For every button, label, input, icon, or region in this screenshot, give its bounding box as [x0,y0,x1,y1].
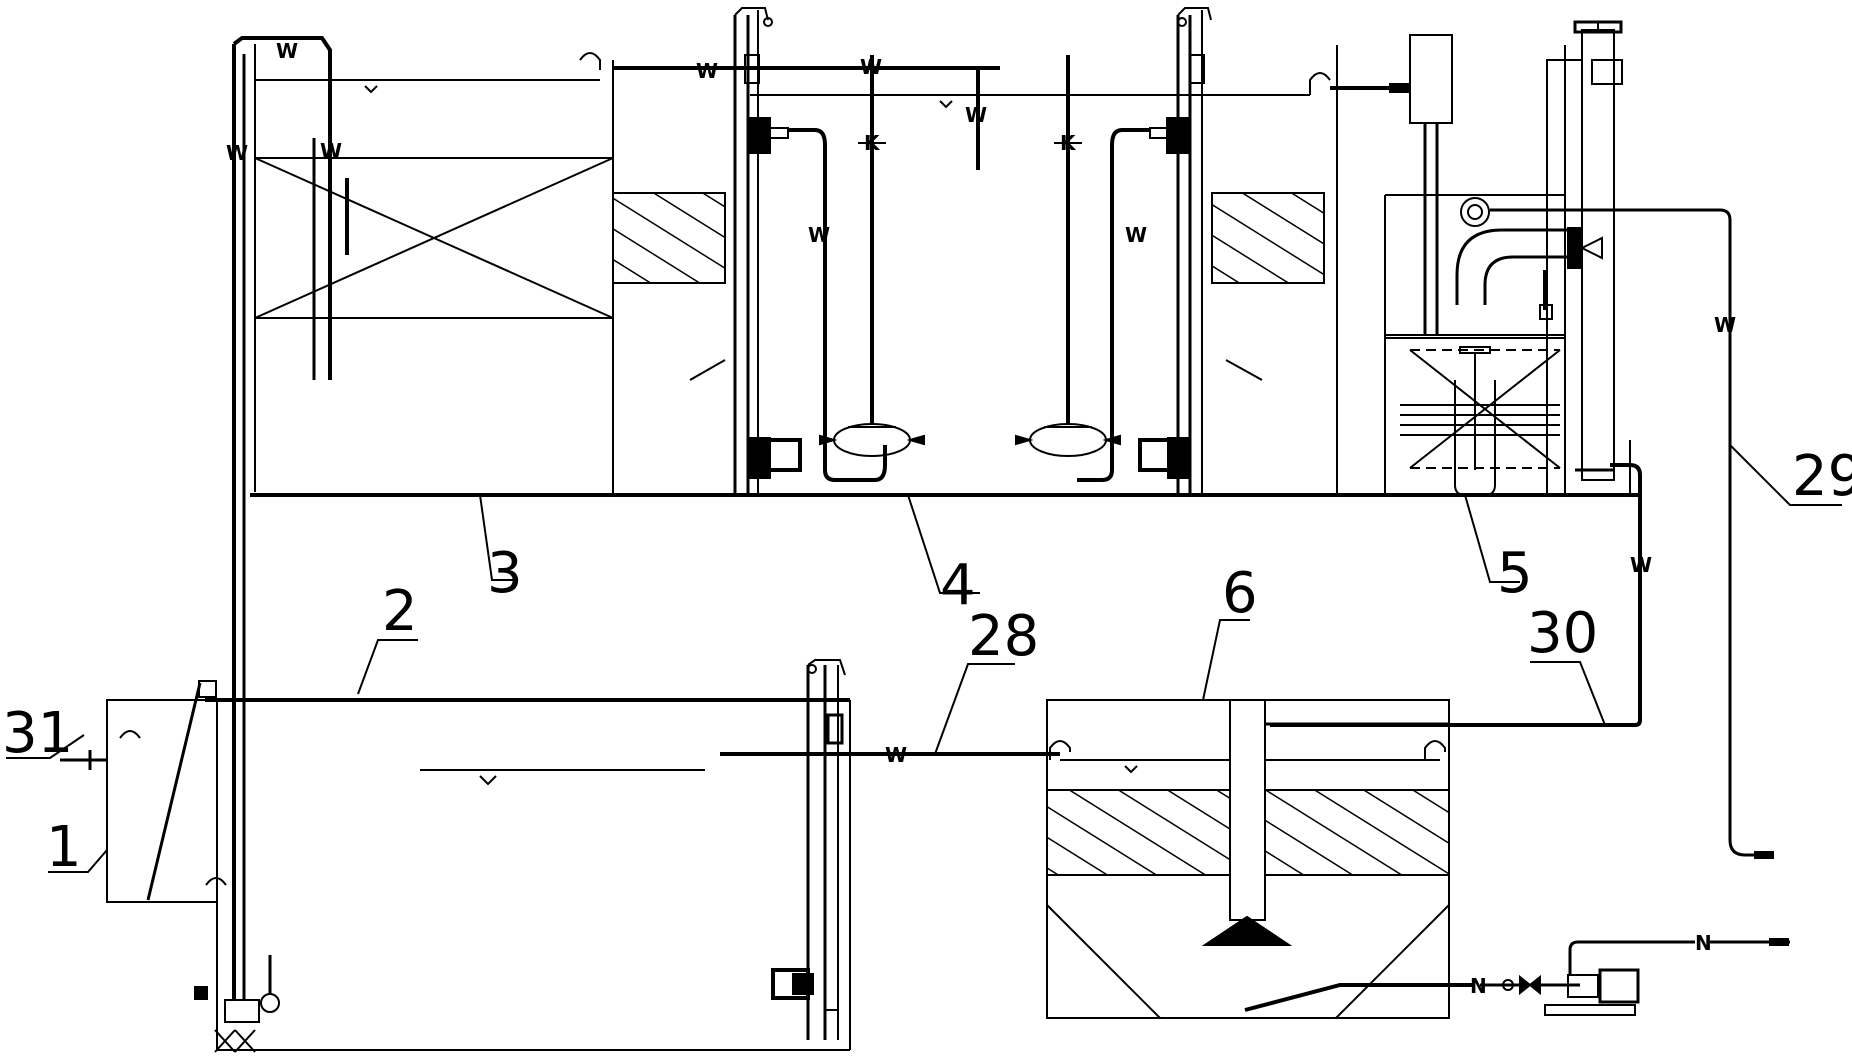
pipe-code-w: W [1630,553,1652,577]
pipe-code-n: N [1470,974,1487,998]
inlet-pipe-31 [60,750,107,770]
aerator-right [1015,55,1121,457]
callout-6: 6 [1222,561,1258,626]
callout-4: 4 [940,553,976,618]
pipe-code-w: W [696,59,718,83]
callout-1: 1 [46,815,82,880]
callout-5: 5 [1497,541,1533,606]
submersible-pump-tank-2 [194,955,280,1053]
callout-leaders [6,444,1842,873]
tank-6 [1046,699,1475,1019]
pipe-code-k: K [1060,131,1077,155]
pump-riser-tank-2-right [771,659,846,1040]
pipe-code-w: W [1125,223,1147,247]
pipe-code-k: K [864,131,881,155]
callout-3: 3 [487,541,523,606]
tank-1 [106,682,227,903]
blower-unit [1455,938,1790,1016]
pipe-code-n: N [1695,931,1712,955]
callout-30: 30 [1527,601,1598,666]
callout-29: 29 [1792,444,1852,509]
pipe-code-w: W [965,103,987,127]
callout-31: 31 [2,701,73,766]
callout-28: 28 [968,604,1039,669]
tank-4 [612,45,1411,495]
tank-3 [254,44,614,492]
pipe-code-w: W [1714,313,1736,337]
pipe-code-w: W [226,141,248,165]
aerator-left [819,55,925,457]
pipe-code-w: W [276,39,298,63]
tank-2 [198,680,851,1051]
riser-pipe-to-tank-3 [232,36,332,1000]
pipe-codes: W W W W W W W W W W W K K N N [226,39,1736,998]
pump-riser-tank-4-left [733,7,887,495]
pipe-code-w: W [860,55,882,79]
callout-labels: 31 1 2 3 4 5 6 28 29 30 [2,444,1852,880]
pump-riser-tank-4-right [1077,7,1212,495]
callout-2: 2 [382,579,418,644]
pipe-30 [1270,463,1642,727]
pipe-code-w: W [320,139,342,163]
pipe-code-w: W [808,223,830,247]
unit-5 [1384,20,1774,859]
pipe-code-w: W [885,743,907,767]
